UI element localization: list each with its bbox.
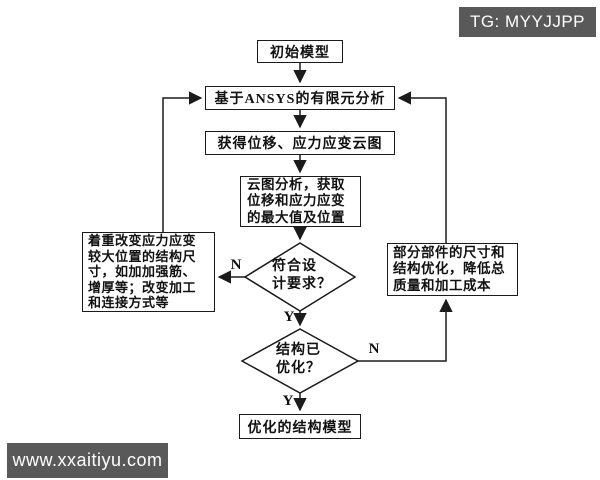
decision-optimized-label: 结构已 优化？: [276, 342, 321, 378]
decision-design-line1: 符合设: [272, 259, 317, 274]
branch-design-no: N: [230, 257, 242, 273]
node-optimized-model: 优化的结构模型: [239, 414, 361, 439]
node-part-optimization-line3: 质量和加工成本: [393, 277, 491, 293]
decision-design-line2: 计要求？: [272, 277, 332, 292]
branch-optimized-no: N: [368, 341, 380, 357]
branch-optimized-yes: Y: [282, 393, 294, 409]
node-optimized-model-label: 优化的结构模型: [247, 420, 353, 436]
decision-design-diamond: [243, 242, 357, 312]
node-initial-model: 初始模型: [257, 40, 343, 63]
node-modify-structure: 着重改变应力应变 较大位置的结构尺 寸，如加加强筋、 增厚等；改变加工 和连接方…: [82, 232, 215, 312]
node-ansys-fea-label: 基于ANSYS的有限元分析: [214, 92, 386, 107]
connector-modify-to-fea-feedback: [162, 91, 203, 232]
node-modify-structure-line1: 着重改变应力应变: [88, 233, 197, 249]
watermark-telegram: TG: MYYJJPP: [459, 7, 596, 37]
node-initial-model-label: 初始模型: [270, 45, 330, 61]
node-part-optimization: 部分部件的尺寸和 结构优化，降低总 质量和加工成本: [387, 243, 518, 296]
node-contour-analysis-line3: 的最大值及位置: [247, 209, 345, 225]
watermark-website-text: www.xxaitiyu.com: [12, 450, 163, 470]
connector-optimized-no-to-optimize: [358, 298, 453, 362]
node-part-optimization-line1: 部分部件的尺寸和: [393, 244, 505, 260]
node-modify-structure-line5: 和连接方式等: [88, 295, 170, 311]
node-modify-structure-line3: 寸，如加加强筋、: [88, 264, 197, 280]
decision-optimized-diamond: [240, 328, 360, 394]
decision-design-label: 符合设 计要求？: [272, 258, 332, 294]
node-contour-result: 获得位移、应力应变云图: [205, 131, 395, 155]
watermark-telegram-text: TG: MYYJJPP: [469, 12, 586, 31]
decision-optimized-line1: 结构已: [276, 343, 321, 358]
decision-optimized-line2: 优化？: [276, 361, 321, 376]
node-contour-analysis-line1: 云图分析，获取: [247, 176, 345, 192]
node-ansys-fea: 基于ANSYS的有限元分析: [205, 86, 395, 110]
node-contour-result-label: 获得位移、应力应变云图: [217, 137, 383, 152]
connector-optimize-to-fea-feedback: [397, 91, 447, 243]
node-contour-analysis: 云图分析，获取 位移和应力应变 的最大值及位置: [240, 176, 361, 227]
branch-design-yes: Y: [283, 309, 295, 325]
node-modify-structure-line4: 增厚等；改变加工: [88, 279, 197, 295]
node-modify-structure-line2: 较大位置的结构尺: [88, 248, 197, 264]
watermark-website: www.xxaitiyu.com: [7, 443, 168, 478]
node-part-optimization-line2: 结构优化，降低总: [393, 261, 505, 277]
node-contour-analysis-line2: 位移和应力应变: [247, 193, 345, 209]
